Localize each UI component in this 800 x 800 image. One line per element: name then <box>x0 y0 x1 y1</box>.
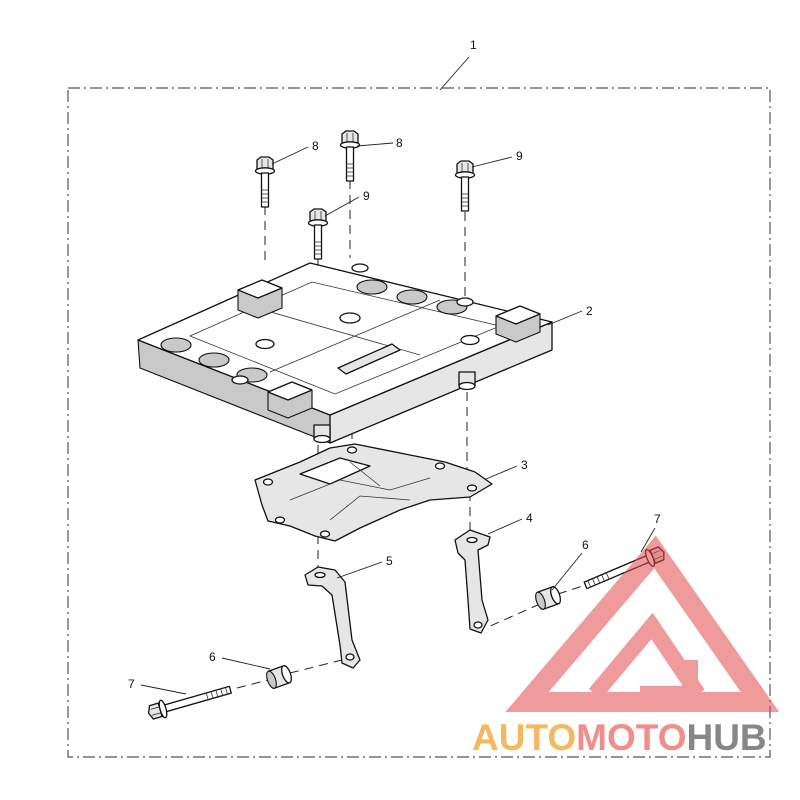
leader-2 <box>547 310 583 326</box>
bolt-8-left <box>254 156 276 208</box>
assembly-line <box>487 603 541 628</box>
rack-hole <box>356 279 388 295</box>
bolt-9-middle <box>307 208 329 260</box>
callout-7-left: 7 <box>128 677 135 691</box>
spacer-left <box>266 665 293 689</box>
callout-9-middle: 9 <box>363 189 370 203</box>
spacer-right <box>535 586 562 610</box>
rack-boss <box>460 334 480 346</box>
mounting-plate <box>254 443 493 542</box>
plate-body <box>254 443 493 542</box>
assembly-line <box>289 657 351 674</box>
callout-5: 5 <box>386 554 393 568</box>
bracket-left-hole <box>345 653 355 661</box>
leader-7-left <box>140 684 187 695</box>
watermark-triangle-inner <box>588 612 705 702</box>
bolt-7-left <box>145 680 234 723</box>
bracket-left <box>304 566 361 669</box>
rubber-pad-top <box>237 279 283 299</box>
rack-boss <box>351 263 369 273</box>
rack-hole <box>198 352 230 368</box>
leader-1 <box>439 56 470 91</box>
watermark-text-auto: AUTO <box>472 717 576 758</box>
callout-2: 2 <box>586 304 593 318</box>
watermark-text: AUTOMOTOHUB <box>472 717 767 758</box>
callout-8-right: 8 <box>396 136 403 150</box>
rubber-pad-top <box>267 381 313 401</box>
bracket-right-body <box>454 529 491 634</box>
callout-8-left: 8 <box>312 139 319 153</box>
rubber-pad-top <box>495 305 541 325</box>
plate-hole <box>319 530 331 538</box>
rack-leg-end <box>458 381 476 391</box>
watermark-text-moto: MOTO <box>576 717 686 758</box>
kit-border <box>67 87 771 758</box>
top-box-rack <box>137 262 553 444</box>
leader-6-left <box>221 657 271 670</box>
bracket-right <box>454 529 491 634</box>
callout-9-right: 9 <box>516 149 523 163</box>
plate-hole <box>274 516 286 524</box>
callout-4: 4 <box>526 511 533 525</box>
rack-boss <box>456 297 474 307</box>
bracket-right-slot <box>466 536 478 544</box>
assembly-line <box>236 679 269 689</box>
watermark <box>505 535 780 712</box>
callout-1: 1 <box>470 38 477 52</box>
leader-8-right <box>356 142 394 147</box>
plate-ribbing <box>289 461 431 521</box>
rack-leg-end <box>313 434 331 444</box>
plate-hole <box>262 478 274 486</box>
leader-9-middle <box>324 196 360 217</box>
callout-6-right: 6 <box>582 538 589 552</box>
leader-8-left <box>271 146 309 165</box>
bolt-9-right <box>454 160 476 212</box>
rack-hole <box>160 337 192 353</box>
rack-boss <box>231 375 249 385</box>
rack-boss <box>255 338 275 350</box>
callout-labels: 1 2 3 4 5 6 6 7 7 8 8 9 9 <box>128 38 661 691</box>
assembly-lines <box>236 180 596 689</box>
callout-3: 3 <box>521 458 528 472</box>
leader-3 <box>485 465 518 480</box>
leader-4 <box>487 518 523 535</box>
bolt-8-right <box>339 130 361 182</box>
rack-rib <box>269 299 441 373</box>
bracket-left-slot <box>314 571 326 579</box>
bracket-right-hole <box>473 621 483 629</box>
callout-7-right: 7 <box>654 512 661 526</box>
watermark-text-hub: HUB <box>686 717 766 758</box>
rack-boss <box>339 312 361 324</box>
plate-hole <box>346 446 358 454</box>
leader-6-right <box>551 552 583 591</box>
rack-hole <box>396 289 428 305</box>
plate-hole <box>466 484 478 492</box>
leader-9-right <box>471 156 513 168</box>
leader-5 <box>336 561 383 579</box>
leader-7-right <box>640 527 656 553</box>
plate-hole <box>434 462 446 470</box>
bracket-left-body <box>304 566 361 669</box>
callout-6-left: 6 <box>209 650 216 664</box>
rack-emblem <box>337 343 401 375</box>
callout-leaders <box>140 56 656 695</box>
